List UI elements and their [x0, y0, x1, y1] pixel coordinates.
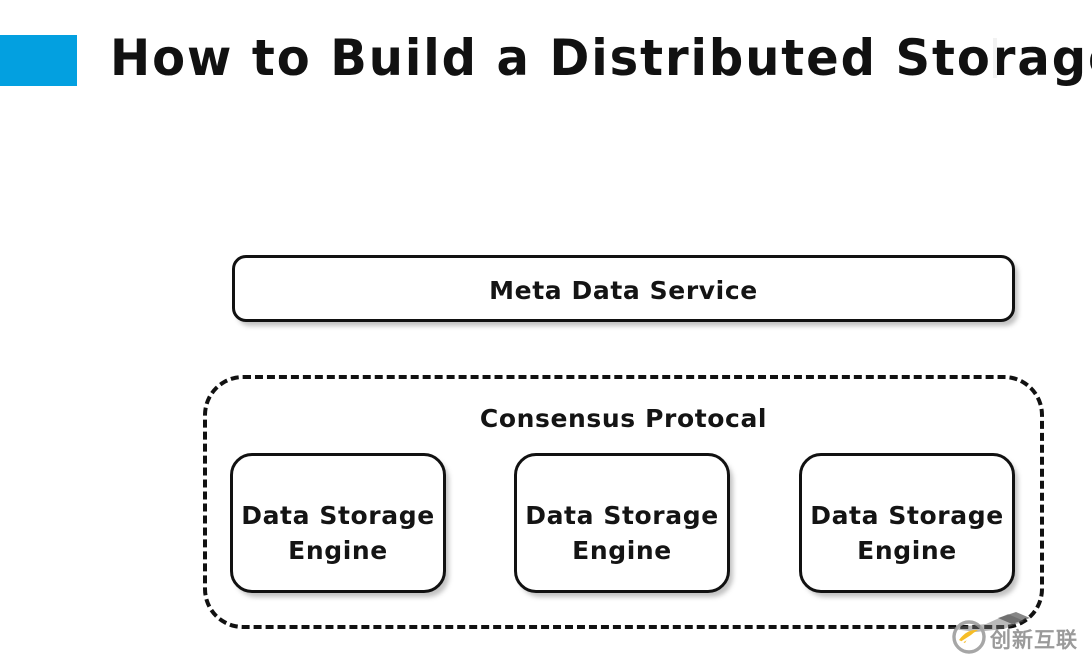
- data-storage-engine-label-3: Data Storage Engine: [810, 501, 1004, 565]
- circle-swoosh-logo-icon: [952, 620, 986, 654]
- watermark: 创新互联: [946, 612, 1092, 660]
- consensus-protocol-group[interactable]: [203, 375, 1044, 629]
- data-storage-engine-node-2[interactable]: Data Storage Engine: [514, 453, 730, 593]
- page-title: How to Build a Distributed Storage: [110, 29, 1092, 87]
- header-bar: How to Build a Distributed Storage: [0, 0, 1092, 120]
- meta-data-service-label: Meta Data Service: [489, 276, 758, 305]
- watermark-text: 创新互联: [990, 628, 1078, 652]
- consensus-protocol-label: Consensus Protocal: [479, 404, 768, 433]
- title-edge-artifact: [993, 38, 997, 78]
- data-storage-engine-node-1[interactable]: Data Storage Engine: [230, 453, 446, 593]
- meta-data-service-node[interactable]: Meta Data Service: [232, 255, 1015, 322]
- data-storage-engine-label-1: Data Storage Engine: [241, 501, 435, 565]
- data-storage-engine-node-3[interactable]: Data Storage Engine: [799, 453, 1015, 593]
- data-storage-engine-label-2: Data Storage Engine: [525, 501, 719, 565]
- accent-square: [0, 35, 77, 86]
